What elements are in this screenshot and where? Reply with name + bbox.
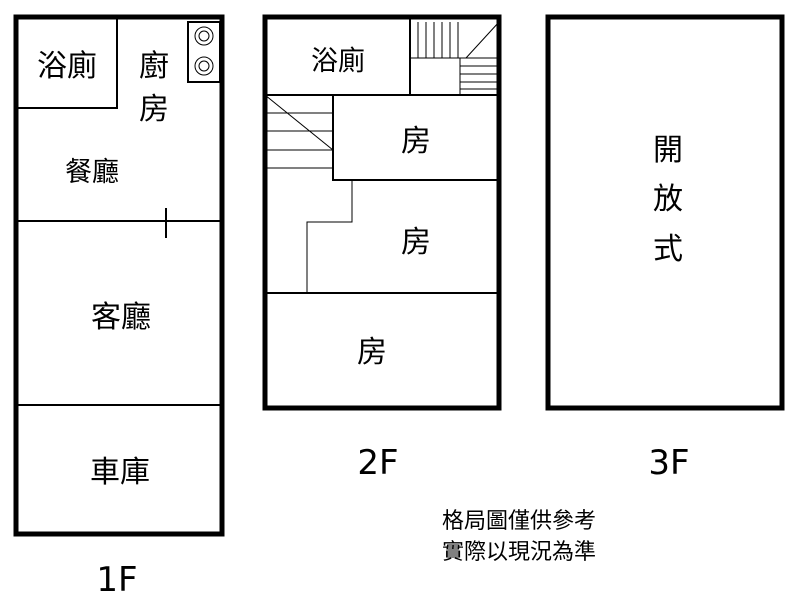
floor-1-kitchen-label-2: 房 xyxy=(139,92,169,127)
floor-1-living-label: 客廳 xyxy=(91,300,151,335)
floor-2-stair-left xyxy=(264,94,353,293)
floor-1-bathroom-label: 浴廁 xyxy=(37,49,97,84)
floor-2-stair-top xyxy=(410,21,500,95)
floor-3-plan: 開 放 式 3F xyxy=(545,14,785,483)
floor-1-outer-wall xyxy=(13,14,225,537)
floor-2-bedroom-2-label: 房 xyxy=(401,225,431,260)
floor-1-bathroom-wall xyxy=(16,17,118,109)
floor-3-outer-wall xyxy=(545,14,785,411)
floor-3-open-label-1: 開 xyxy=(653,133,683,168)
stove-icon xyxy=(187,21,221,83)
floor-3-open-label-2: 放 xyxy=(653,182,683,217)
floor-2-plan: 浴廁 房 房 房 2F xyxy=(262,14,502,483)
floor-1-label: 1F xyxy=(96,560,137,600)
floor-2-bedroom-1-label: 房 xyxy=(401,124,431,159)
floor-1-garage-label: 車庫 xyxy=(90,455,150,490)
floor-2-bedroom-3-label: 房 xyxy=(357,335,387,370)
floor-3-label: 3F xyxy=(648,443,689,483)
floor-2-outer-wall xyxy=(262,14,502,411)
floor-2-label: 2F xyxy=(357,443,398,483)
floor-2-bathroom-label: 浴廁 xyxy=(311,46,365,77)
floor-1-plan: 浴廁 廚 房 餐廳 客廳 車庫 1F xyxy=(13,14,225,600)
note-line-1: 格局圖僅供參考 xyxy=(442,509,596,534)
floor-1-kitchen-label-1: 廚 xyxy=(139,49,169,84)
floor-3-open-label-3: 式 xyxy=(653,232,683,267)
floor-1-dining-label: 餐廳 xyxy=(65,157,119,188)
disclaimer-note: 格局圖僅供參考 實際以現況為準 xyxy=(442,509,596,565)
note-line-2: 實際以現況為準 xyxy=(442,540,596,565)
